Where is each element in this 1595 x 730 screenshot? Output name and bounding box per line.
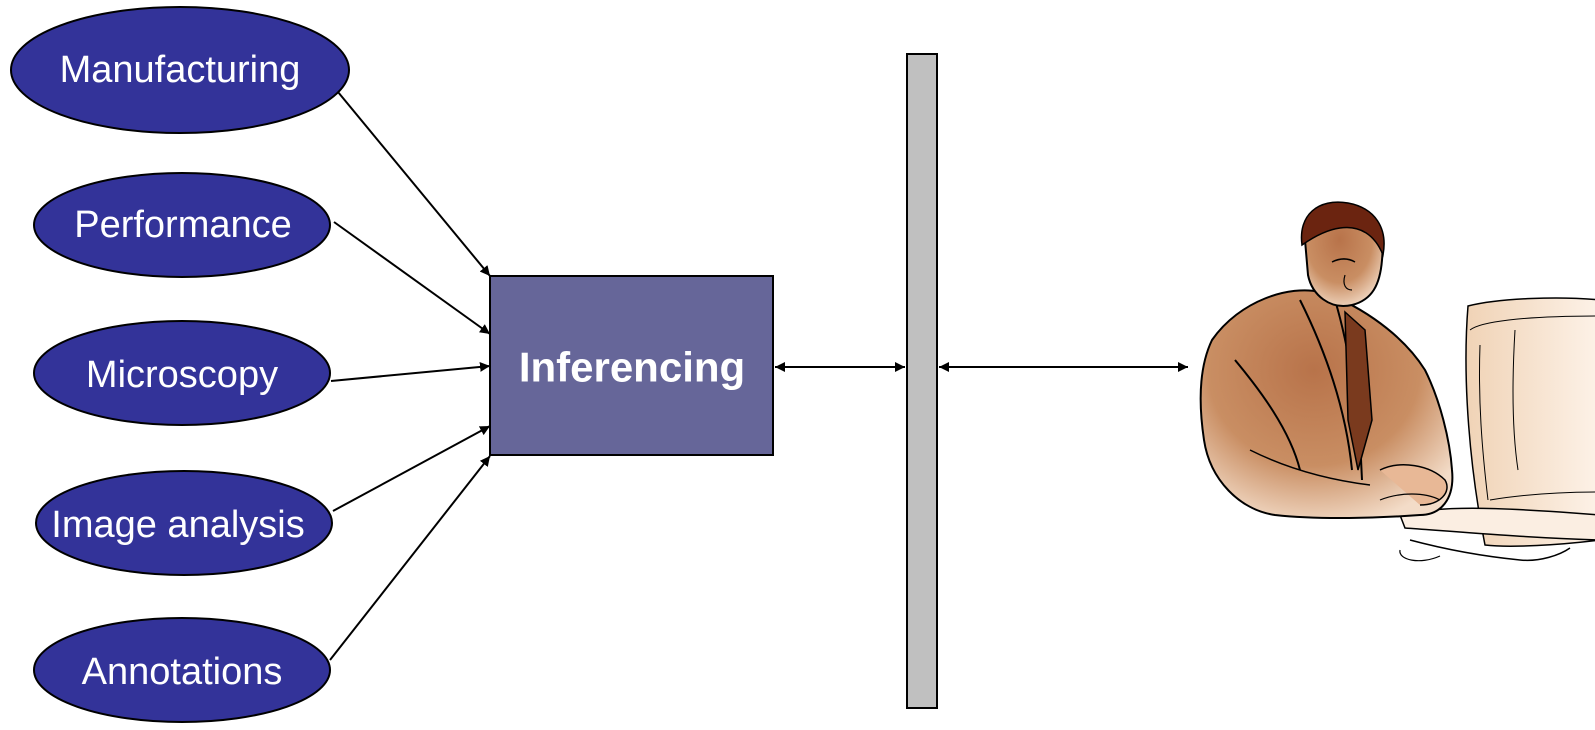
- inferencing-label: Inferencing: [519, 344, 745, 391]
- source-ellipse: [33, 172, 331, 278]
- source-ellipse: [33, 320, 331, 426]
- image-analysis-clip: Image analysis: [35, 470, 333, 576]
- source-label: Image analysis: [51, 504, 304, 546]
- source-image-analysis: Image analysis: [35, 470, 333, 576]
- source-ellipse: [10, 6, 350, 134]
- connector-performance: [333, 221, 491, 335]
- source-label: Manufacturing: [60, 49, 301, 91]
- source-ellipse: [33, 617, 331, 723]
- source-label: Microscopy: [86, 354, 278, 396]
- connector-image-analysis: [332, 425, 491, 512]
- source-manufacturing: Manufacturing: [10, 6, 350, 134]
- source-annotations: Annotations: [33, 617, 331, 723]
- source-label: Performance: [74, 204, 292, 246]
- inferencing-box: Inferencing: [489, 275, 774, 456]
- source-microscopy: Microscopy: [33, 320, 331, 426]
- source-connectors: [329, 91, 491, 661]
- connector-annotations: [329, 455, 491, 661]
- connector-manufacturing: [337, 91, 491, 277]
- source-ellipse: [35, 470, 333, 576]
- interface-bar: [906, 53, 938, 709]
- source-performance: Performance: [33, 172, 331, 278]
- inferencing-rect: [489, 275, 774, 456]
- source-label: Annotations: [82, 651, 283, 693]
- connector-microscopy: [330, 361, 491, 382]
- user-at-computer-icon: [1199, 201, 1595, 562]
